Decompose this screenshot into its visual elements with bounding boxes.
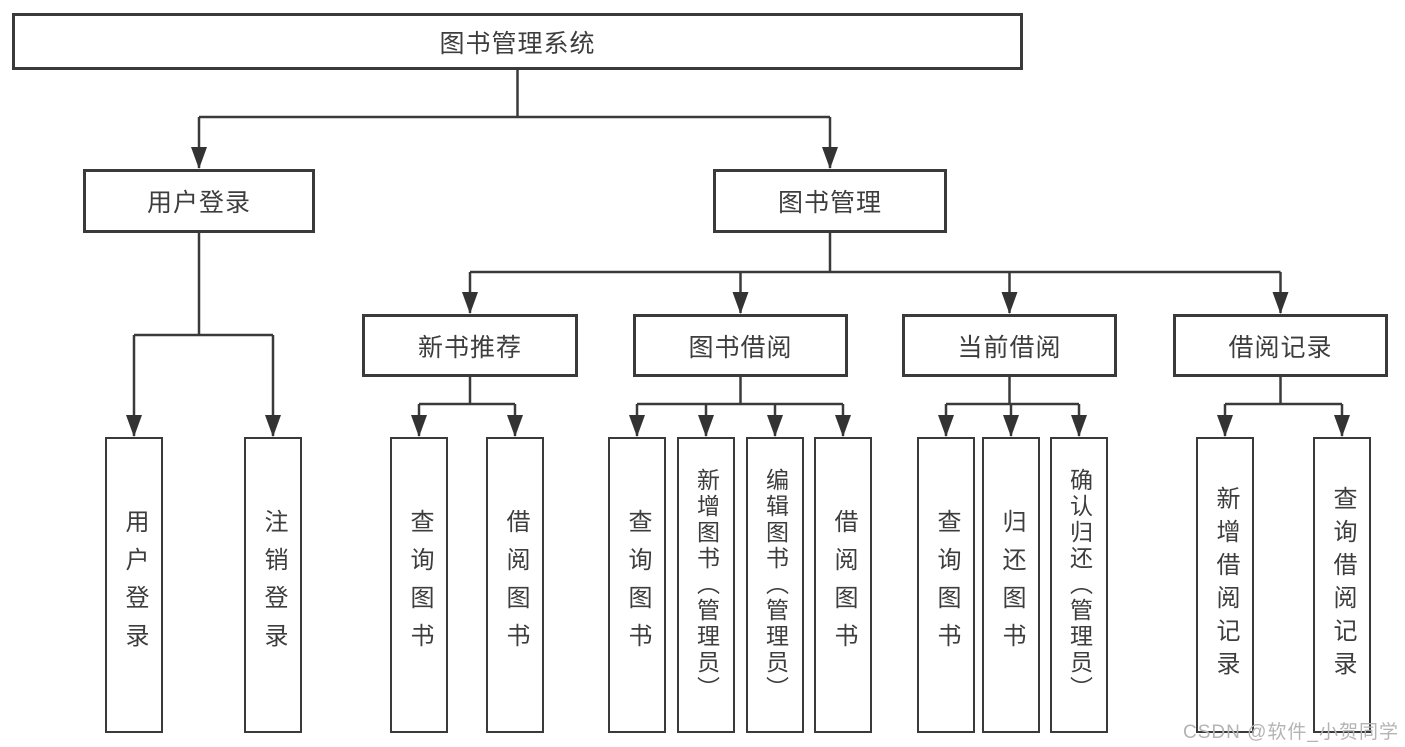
node-label: 注销登录 (260, 509, 287, 661)
node-label: 用户登录 (121, 509, 148, 661)
node-label: 借阅图书 (502, 509, 529, 661)
node-leaf-query-books-1: 查询图书 (390, 437, 448, 733)
node-borrow-records: 借阅记录 (1173, 314, 1388, 377)
csdn-watermark: CSDN @软件_小贺同学 (1183, 722, 1399, 743)
node-new-book-recommend: 新书推荐 (362, 314, 578, 377)
node-label: 新增借阅记录 (1212, 486, 1239, 684)
node-current-borrow: 当前借阅 (902, 314, 1117, 377)
node-label: 图书借阅 (688, 333, 793, 362)
node-label: 图书管理系统 (439, 29, 596, 58)
node-label: 新增图书（管理员） (693, 468, 720, 702)
node-leaf-query-borrow-record: 查询借阅记录 (1313, 437, 1371, 733)
node-book-management: 图书管理 (713, 169, 947, 233)
node-label: 新书推荐 (417, 333, 522, 362)
node-leaf-return-books: 归还图书 (982, 437, 1040, 733)
node-leaf-user-login: 用户登录 (105, 437, 163, 733)
node-label: 查询图书 (406, 509, 433, 661)
node-label: 图书管理 (777, 189, 882, 217)
node-leaf-query-books-2: 查询图书 (608, 437, 666, 733)
node-label: 确认归还（管理员） (1066, 468, 1093, 702)
node-book-borrow: 图书借阅 (633, 314, 848, 377)
node-label: 借阅记录 (1228, 333, 1333, 362)
node-leaf-logout: 注销登录 (244, 437, 302, 733)
node-leaf-edit-books-admin: 编辑图书（管理员） (746, 437, 804, 733)
node-label: 查询图书 (624, 509, 651, 661)
node-label: 当前借阅 (957, 333, 1062, 362)
node-label: 用户登录 (146, 189, 251, 217)
node-leaf-borrow-books-2: 借阅图书 (814, 437, 872, 733)
node-label: 编辑图书（管理员） (762, 468, 789, 702)
node-leaf-confirm-return-admin: 确认归还（管理员） (1050, 437, 1108, 733)
node-label: 查询图书 (933, 509, 960, 661)
node-label: 借阅图书 (830, 509, 857, 661)
node-leaf-query-books-3: 查询图书 (917, 437, 975, 733)
node-label: 归还图书 (998, 509, 1025, 661)
node-leaf-add-books-admin: 新增图书（管理员） (677, 437, 735, 733)
node-user-login: 用户登录 (83, 169, 315, 233)
node-label: 查询借阅记录 (1329, 486, 1356, 684)
node-leaf-add-borrow-record: 新增借阅记录 (1196, 437, 1254, 733)
node-leaf-borrow-books-1: 借阅图书 (486, 437, 544, 733)
node-root-library-management-system: 图书管理系统 (12, 13, 1023, 70)
